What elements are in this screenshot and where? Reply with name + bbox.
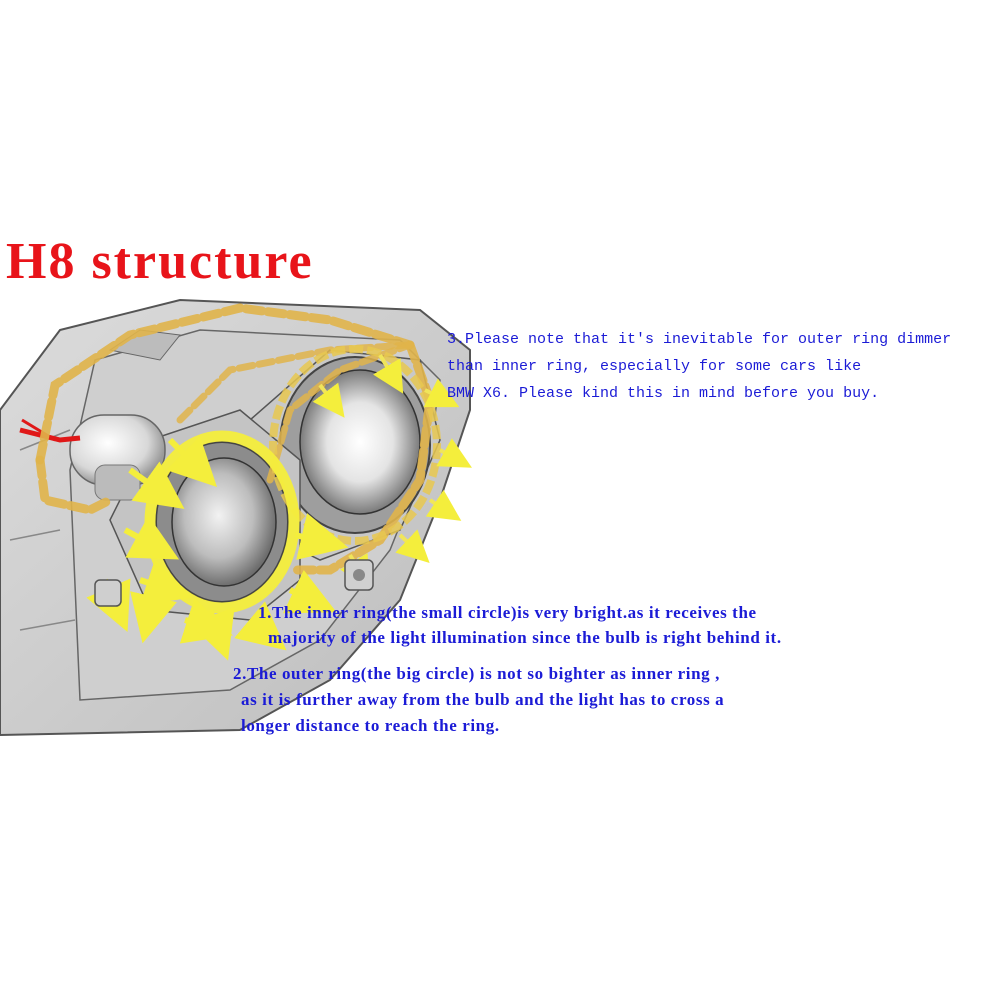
note-1-line-1: 1.The inner ring(the small circle)is ver…	[258, 603, 757, 622]
note-2-line-3: longer distance to reach the ring.	[241, 716, 500, 735]
page-title: H8 structure	[6, 233, 314, 290]
power-wire	[19, 427, 81, 443]
headlight-diagram	[0, 298, 472, 737]
note-2-line-1: 2.The outer ring(the big circle) is not …	[233, 664, 720, 683]
note-3-line-3: BMW X6. Please kind this in mind before …	[447, 385, 880, 402]
note-1-line-2: majority of the light illumination since…	[268, 628, 782, 647]
note-2-line-2: as it is further away from the bulb and …	[241, 690, 725, 709]
note-3-line-1: 3.Please note that it's inevitable for o…	[447, 331, 952, 348]
note-3-line-2: than inner ring, especially for some car…	[447, 358, 862, 375]
